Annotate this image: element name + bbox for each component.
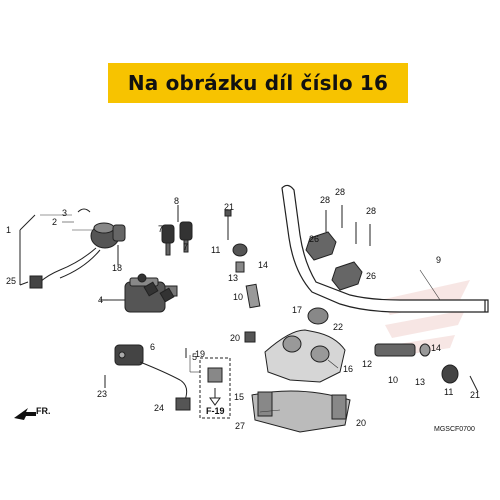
top-bridge [251, 307, 351, 433]
callout-22: 22 [333, 322, 343, 332]
callout-21b: 21 [470, 390, 480, 400]
callout-26a: 26 [309, 234, 319, 244]
callout-13b: 13 [415, 377, 425, 387]
callout-17: 17 [292, 305, 302, 315]
left-switch-group [19, 208, 126, 289]
callout-28a: 28 [320, 195, 330, 205]
callout-28b: 28 [335, 187, 345, 197]
callout-13: 13 [228, 273, 238, 283]
callout-25: 25 [6, 276, 16, 286]
callout-9: 9 [436, 255, 441, 265]
callout-10: 10 [233, 292, 243, 302]
callout-15: 15 [234, 392, 244, 402]
grip-parts [374, 343, 479, 393]
callout-27: 27 [235, 421, 245, 431]
callout-23: 23 [97, 389, 107, 399]
leader-lines [40, 214, 441, 413]
callout-20: 20 [230, 333, 240, 343]
callout-10b: 10 [388, 375, 398, 385]
title-banner: Na obrázku díl číslo 16 [108, 63, 408, 103]
callout-5: 5 [192, 352, 197, 362]
callout-14b: 14 [431, 343, 441, 353]
callout-labels: 1 2 3 4 5 6 7 7 8 9 10 10 11 11 12 13 13… [6, 187, 480, 431]
callout-24: 24 [154, 403, 164, 413]
front-label: FR. [36, 406, 51, 416]
callout-7a: 7 [158, 224, 163, 234]
callout-12: 12 [362, 359, 372, 369]
callout-7b: 7 [183, 242, 188, 252]
callout-11b: 11 [444, 387, 453, 397]
callout-16: 16 [343, 364, 353, 374]
callout-14: 14 [258, 260, 268, 270]
callout-6: 6 [150, 342, 155, 352]
callout-19: 19 [195, 349, 205, 359]
handlebar [281, 184, 489, 313]
front-direction-arrow: FR. [14, 406, 51, 420]
callout-20b: 20 [356, 418, 366, 428]
steering-lock [104, 344, 191, 411]
keys [143, 205, 193, 303]
sub-assembly-box [199, 357, 231, 419]
callout-11: 11 [211, 245, 220, 255]
callout-28c: 28 [366, 206, 376, 216]
callout-26b: 26 [366, 271, 376, 281]
banner-text: Na obrázku díl číslo 16 [127, 71, 389, 95]
diagram-code: MGSCF0700 [434, 426, 475, 433]
center-small-parts [185, 209, 261, 358]
ref-f19: F-19 [206, 406, 225, 416]
callout-2: 2 [52, 217, 57, 227]
callout-1: 1 [6, 225, 11, 235]
callout-18: 18 [112, 263, 122, 273]
handlebar-holders [305, 205, 371, 291]
callout-21: 21 [224, 202, 234, 212]
callout-3: 3 [62, 208, 67, 218]
callout-4: 4 [98, 295, 103, 305]
callout-8: 8 [174, 196, 179, 206]
